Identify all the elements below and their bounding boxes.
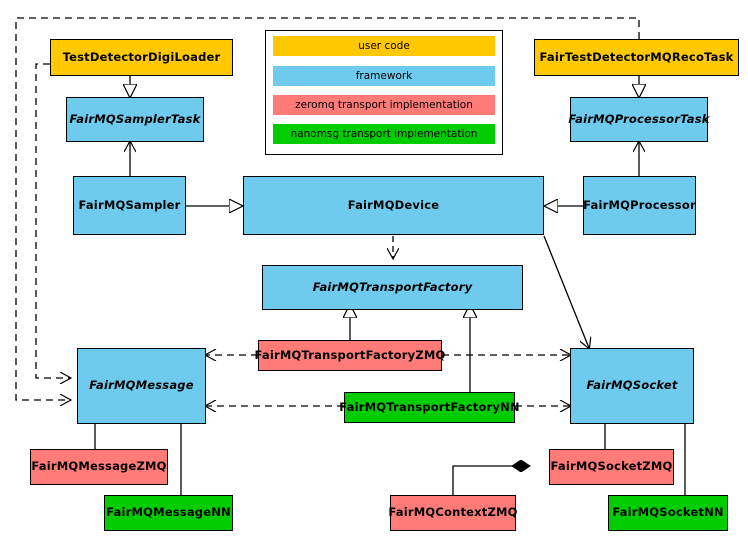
legend-item-label: nanomsg transport implementation (290, 128, 478, 140)
node-fairmqsocketnn[interactable]: FairMQSocketNN (608, 495, 728, 531)
node-fairmqmessagenn[interactable]: FairMQMessageNN (104, 495, 233, 531)
node-fairmqprocessortask[interactable]: FairMQProcessorTask (568, 97, 710, 142)
node-fairtestdetectormqrecotask[interactable]: FairTestDetectorMQRecoTask (534, 39, 739, 76)
node-label: TestDetectorDigiLoader (62, 49, 221, 64)
edge-dependency-recotask-message (15, 17, 640, 400)
node-label: FairMQMessage (89, 378, 194, 393)
node-label: FairMQSocketNN (612, 505, 724, 520)
node-label: FairMQSampler (78, 197, 181, 212)
node-fairmqsamplertask[interactable]: FairMQSamplerTask (66, 97, 204, 142)
node-label: FairMQProcessor (583, 197, 696, 212)
node-fairmqprocessor[interactable]: FairMQProcessor (583, 176, 696, 235)
node-label: FairMQProcessorTask (568, 111, 710, 126)
node-label: FairMQMessageZMQ (31, 459, 167, 474)
node-label: FairMQSocketZMQ (550, 459, 673, 474)
node-label: FairMQTransportFactoryZMQ (254, 347, 446, 362)
node-fairmqsampler[interactable]: FairMQSampler (73, 176, 186, 235)
legend-item-user-code: user code (273, 36, 495, 56)
node-label: FairMQMessageNN (106, 505, 231, 520)
legend-item-label: user code (358, 40, 410, 52)
node-fairmqmessagezmq[interactable]: FairMQMessageZMQ (30, 449, 168, 485)
node-fairmqsocketzmq[interactable]: FairMQSocketZMQ (549, 449, 674, 485)
legend-item-label: zeromq transport implementation (295, 99, 473, 111)
node-fairmqtransportfactoryzmq[interactable]: FairMQTransportFactoryZMQ (255, 340, 445, 371)
node-fairmqsocket[interactable]: FairMQSocket (570, 348, 694, 424)
node-fairmqcontextzmq[interactable]: FairMQContextZMQ (388, 495, 518, 531)
legend-item-zeromq: zeromq transport implementation (273, 95, 495, 115)
node-label: FairTestDetectorMQRecoTask (539, 49, 734, 64)
node-label: FairMQSamplerTask (69, 111, 201, 126)
node-fairmqdevice[interactable]: FairMQDevice (243, 176, 544, 235)
node-label: FairMQSocket (586, 378, 678, 393)
legend-item-framework: framework (273, 66, 495, 86)
node-label: FairMQTransportFactoryNN (339, 399, 520, 414)
node-fairmqmessage[interactable]: FairMQMessage (77, 348, 206, 424)
legend-item-nanomsg: nanomsg transport implementation (273, 124, 495, 144)
node-label: FairMQContextZMQ (388, 505, 518, 520)
node-fairmqtransportfactorynn[interactable]: FairMQTransportFactoryNN (339, 392, 520, 423)
node-label: FairMQDevice (347, 197, 440, 212)
edge-composition-contextzmq-socketzmq (452, 466, 530, 495)
node-label: FairMQTransportFactory (312, 279, 473, 294)
node-fairmqtransportfactory[interactable]: FairMQTransportFactory (262, 265, 523, 310)
edge-association-device-socket (543, 235, 589, 348)
edge-dependency-digiloader-message (35, 63, 70, 378)
node-testdetectordigiloader[interactable]: TestDetectorDigiLoader (50, 39, 233, 76)
legend-item-label: framework (355, 70, 413, 82)
